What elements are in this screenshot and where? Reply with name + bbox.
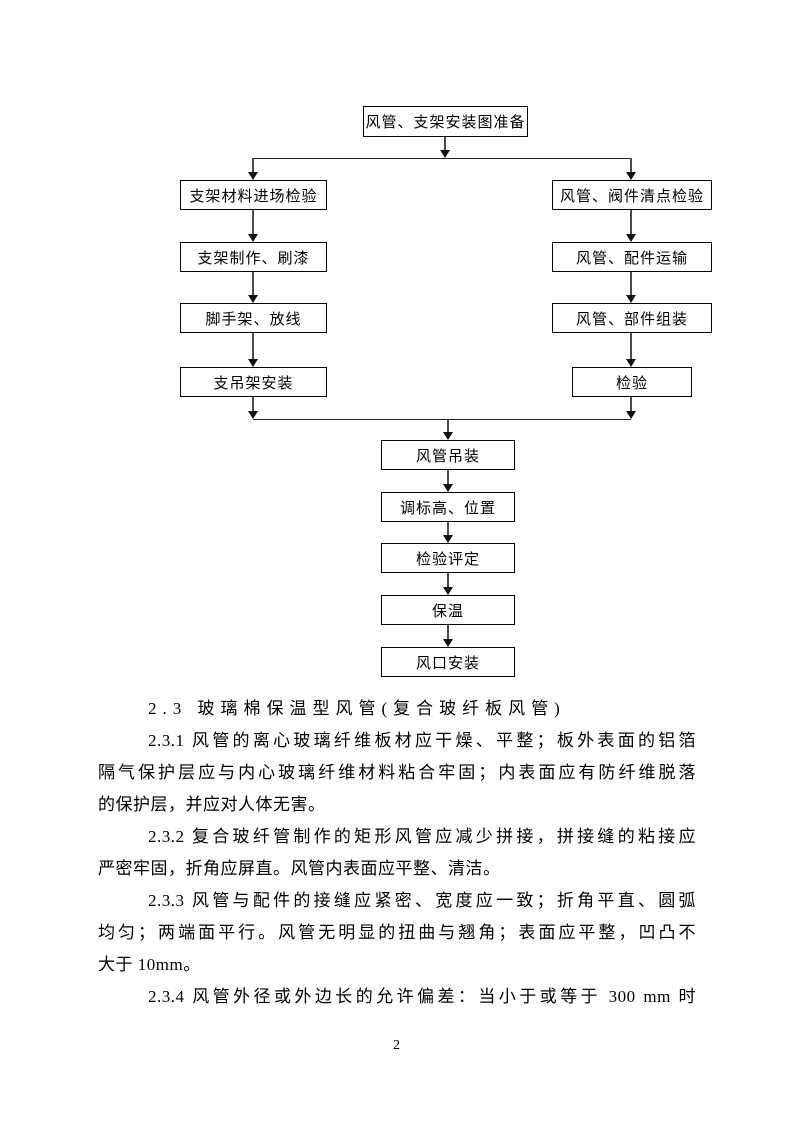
connector <box>630 210 632 234</box>
arrow-down-icon <box>248 234 258 242</box>
flow-box-duct-parts-assembly: 风管、部件组装 <box>552 303 712 333</box>
body-text: 2.3 玻璃棉保温型风管(复合玻纤板风管) 2.3.1 风管的离心玻璃纤维板材应… <box>98 693 696 1013</box>
arrow-down-icon <box>440 150 450 158</box>
flow-box-support-fabrication-painting: 支架制作、刷漆 <box>180 242 327 272</box>
flow-box-hanger-installation: 支吊架安装 <box>180 367 327 397</box>
text-line: 均匀；两端面平行。风管无明显的扭曲与翘角；表面应平整，凹凸不 <box>98 923 696 942</box>
arrow-down-icon <box>248 172 258 180</box>
text-line: 大于 10mm。 <box>98 955 201 974</box>
text-line: 的保护层，并应对人体无害。 <box>98 795 326 814</box>
arrow-down-icon <box>443 432 453 440</box>
connector <box>630 158 632 172</box>
flow-box-inspection: 检验 <box>572 367 692 397</box>
connector-merge-line <box>253 419 631 420</box>
arrow-down-icon <box>626 359 636 367</box>
connector <box>444 137 446 150</box>
text-line: 2.3.4 风管外径或外边长的允许偏差：当小于或等于 300 mm 时 <box>148 987 696 1006</box>
connector <box>447 419 449 432</box>
flow-box-install-drawing-prep: 风管、支架安装图准备 <box>363 106 528 137</box>
flow-box-duct-valve-check: 风管、阀件清点检验 <box>552 180 712 210</box>
arrow-down-icon <box>443 535 453 543</box>
connector <box>252 210 254 234</box>
page-number: 2 <box>393 1038 400 1053</box>
section-heading: 2.3 玻璃棉保温型风管(复合玻纤板风管) <box>148 699 566 718</box>
arrow-down-icon <box>443 484 453 492</box>
arrow-down-icon <box>248 411 258 419</box>
arrow-down-icon <box>626 172 636 180</box>
connector <box>447 470 449 484</box>
text-line: 2.3.1 风管的离心玻璃纤维板材应干燥、平整；板外表面的铝箔 <box>148 731 696 750</box>
connector <box>630 272 632 295</box>
text-line: 隔气保护层应与内心玻璃纤维材料粘合牢固；内表面应有防纤维脱落 <box>98 763 696 782</box>
flow-box-air-outlet-installation: 风口安装 <box>381 647 515 677</box>
arrow-down-icon <box>626 234 636 242</box>
connector <box>447 573 449 587</box>
connector <box>447 625 449 639</box>
connector <box>252 158 254 172</box>
connector <box>630 397 632 411</box>
arrow-down-icon <box>626 411 636 419</box>
flow-box-adjust-elevation-position: 调标高、位置 <box>381 492 515 522</box>
arrow-down-icon <box>626 295 636 303</box>
text-line: 2.3.3 风管与配件的接缝应紧密、宽度应一致；折角平直、圆弧 <box>148 891 696 910</box>
flow-box-duct-fitting-transport: 风管、配件运输 <box>552 242 712 272</box>
connector <box>252 397 254 411</box>
flow-box-duct-hoisting: 风管吊装 <box>381 440 515 470</box>
connector <box>447 522 449 535</box>
text-line: 严密牢固，折角应屏直。风管内表面应平整、清洁。 <box>98 859 501 878</box>
connector <box>252 333 254 359</box>
arrow-down-icon <box>248 295 258 303</box>
connector <box>252 272 254 295</box>
arrow-down-icon <box>443 587 453 595</box>
flow-box-scaffold-layout: 脚手架、放线 <box>180 303 327 333</box>
connector-split-line <box>253 158 631 159</box>
flow-box-insulation: 保温 <box>381 595 515 625</box>
arrow-down-icon <box>248 359 258 367</box>
flow-box-support-material-inspection: 支架材料进场检验 <box>180 180 327 210</box>
text-line: 2.3.2 复合玻纤管制作的矩形风管应减少拼接，拼接缝的粘接应 <box>148 827 696 846</box>
connector <box>630 333 632 359</box>
flow-box-inspection-evaluation: 检验评定 <box>381 543 515 573</box>
arrow-down-icon <box>443 639 453 647</box>
